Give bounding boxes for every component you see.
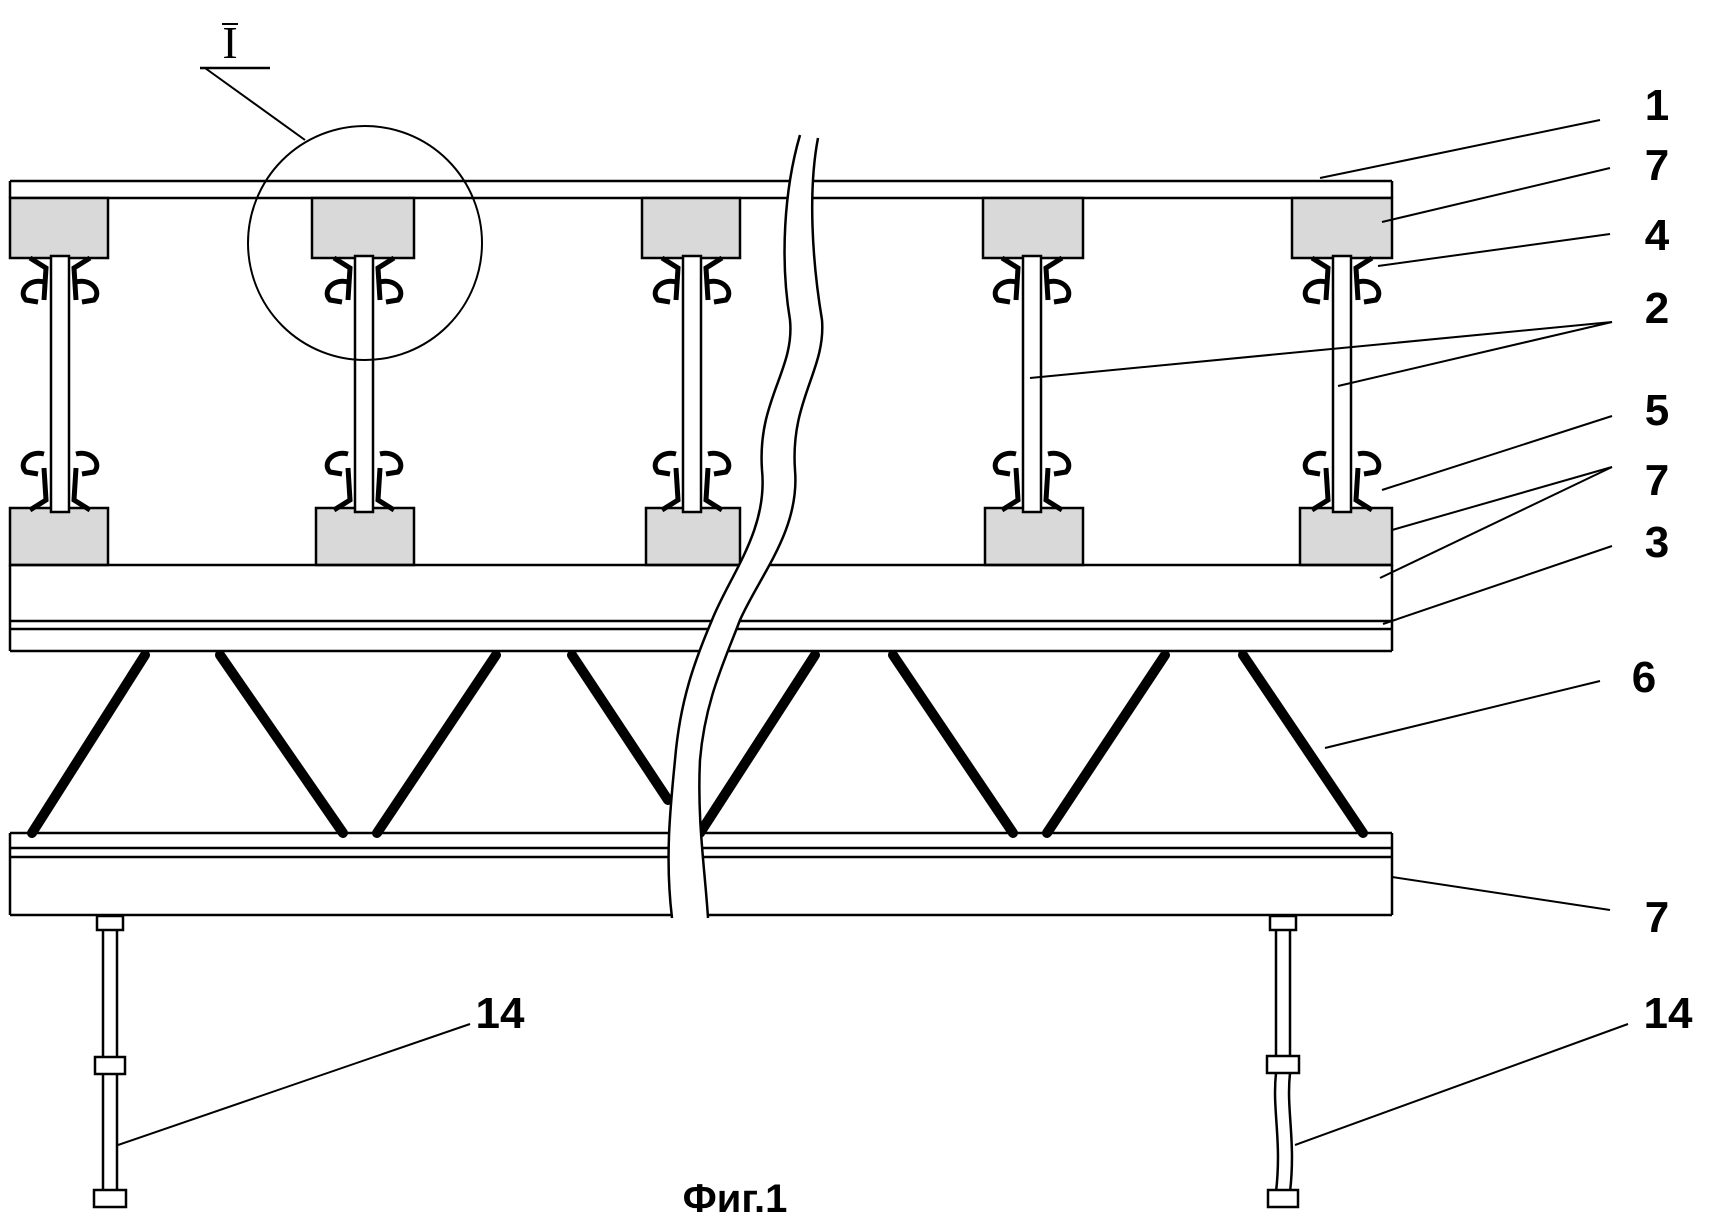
upper-chord [10,565,1392,651]
callout-7-bottom: 7 [1645,893,1669,942]
support-jack-left [94,916,126,1207]
upper-block-2 [312,198,414,258]
lower-block-4 [985,508,1083,565]
post-2 [327,256,401,512]
callout-5: 5 [1645,386,1669,435]
post-shaft-4 [1023,256,1041,512]
post-1 [23,256,97,512]
posts [23,256,1379,512]
support-jack-right [1267,916,1299,1207]
leader-lines [118,120,1628,1145]
upper-block-1 [10,198,108,258]
post-shaft-3 [683,256,701,512]
lower-block-2 [316,508,414,565]
callout-1: 1 [1645,81,1669,130]
detail-mark-label: I [222,17,237,68]
upper-block-4 [983,198,1083,258]
upper-block-3 [642,198,740,258]
figure-caption: Фиг.1 [683,1177,788,1219]
post-shaft-1 [51,256,69,512]
upper-block-5 [1292,198,1392,258]
callout-14-right: 14 [1644,989,1693,1038]
lower-blocks [10,508,1392,565]
lower-block-1 [10,508,108,565]
detail-marker: I [200,17,482,360]
lower-block-3 [646,508,740,565]
post-5 [1305,256,1379,512]
lower-block-5 [1300,508,1392,565]
callout-7-mid: 7 [1645,456,1669,505]
callout-6: 6 [1632,653,1656,702]
callout-4: 4 [1645,211,1670,260]
top-plate [10,181,1392,198]
callout-7-top: 7 [1645,141,1669,190]
upper-blocks [10,198,1392,258]
callout-3: 3 [1645,518,1669,567]
callout-2: 2 [1645,284,1669,333]
callout-14-left: 14 [476,989,525,1038]
post-3 [655,256,729,512]
post-shaft-2 [355,256,373,512]
post-4 [995,256,1069,512]
